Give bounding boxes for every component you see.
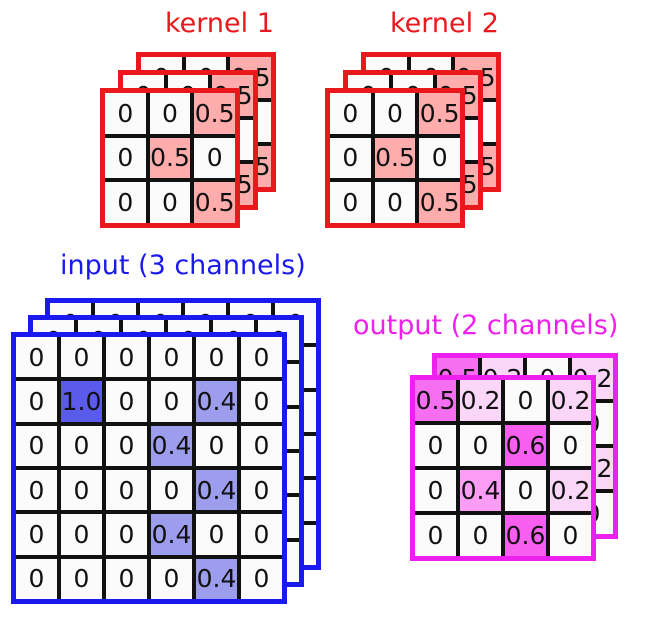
output-layer-1-cell-r0-c0: 0.5: [415, 380, 456, 421]
input-label: input (3 channels): [60, 250, 306, 281]
kernel-1-layer-1-cell-r0-c2: 0.5: [194, 93, 235, 134]
input-layer-1-cell-r0-c2: 0: [106, 337, 147, 378]
output-layer-1-cell-r3-c0: 0: [415, 515, 456, 556]
input-layer-1-cell-r4-c3: 0.4: [151, 514, 192, 555]
input-layer-1-cell-r5-c4: 0.4: [196, 558, 237, 599]
input-layer-1-cell-r3-c0: 0: [16, 469, 57, 511]
output-label: output (2 channels): [353, 310, 619, 341]
kernel-2-label: kernel 2: [390, 8, 499, 39]
kernel-1-layer-1-cell-r1-c0: 0: [105, 137, 146, 179]
input-layer-1-cell-r2-c5: 0: [241, 425, 282, 466]
output-layer-1-cell-r3-c2: 0.6: [505, 515, 546, 556]
input-layer-1-cell-r0-c5: 0: [241, 337, 282, 378]
input-layer-1-cell-r4-c2: 0: [106, 514, 147, 555]
output-layer-1-cell-r3-c1: 0: [460, 515, 501, 556]
kernel-2-layer-1-cell-r1-c1: 0.5: [374, 137, 416, 179]
output-layer-1-cell-r1-c2: 0.6: [505, 425, 546, 466]
output-layer-1-cell-r0-c2: 0: [505, 380, 546, 421]
input-layer-1-cell-r5-c0: 0: [16, 558, 57, 599]
output-layer-1-cell-r1-c3: 0: [550, 425, 591, 466]
output-layer-1-cell-r1-c0: 0: [415, 425, 456, 466]
input-layer-1-cell-r4-c5: 0: [241, 514, 282, 555]
output-layer-1-cell-r2-c2: 0: [505, 470, 546, 511]
kernel-1-layer-1-cell-r2-c2: 0.5: [194, 182, 235, 223]
input-layer-1-cell-r3-c1: 0: [61, 469, 102, 511]
input-layer-1-cell-r1-c4: 0.4: [196, 381, 237, 422]
input-layer-1-cell-r1-c0: 0: [16, 381, 57, 422]
input-layer-1-cell-r2-c4: 0: [196, 425, 237, 466]
kernel-2-layer-1-cell-r2-c0: 0: [330, 182, 371, 223]
input-layer-1-cell-r0-c0: 0: [16, 337, 57, 378]
kernel-1-layer-1-cell-r1-c1: 0.5: [149, 137, 191, 179]
input-layer-1-cell-r1-c2: 0: [106, 381, 147, 422]
input-layer-1-cell-r3-c5: 0: [241, 469, 282, 511]
kernel-1-layer-1-cell-r2-c0: 0: [105, 182, 146, 223]
input-layer-1-cell-r5-c3: 0: [151, 558, 192, 599]
output-layer-1-cell-r1-c1: 0: [460, 425, 501, 466]
kernel-1-layer-1-cell-r1-c2: 0: [194, 137, 235, 179]
input-layer-1-cell-r5-c1: 0: [61, 558, 102, 599]
input-layer-1-cell-r2-c0: 0: [16, 425, 57, 466]
input-layer-1-cell-r3-c4: 0.4: [196, 469, 237, 511]
input-layer-1-cell-r2-c2: 0: [106, 425, 147, 466]
output-layer-1-cell-r0-c1: 0.2: [460, 380, 501, 421]
kernel-2-layer-1-cell-r2-c1: 0: [374, 182, 416, 223]
input-layer-1-cell-r1-c5: 0: [241, 381, 282, 422]
output-layer-1-cell-r2-c0: 0: [415, 470, 456, 511]
kernel-1-label: kernel 1: [165, 8, 274, 39]
input-layer-1-cell-r2-c1: 0: [61, 425, 102, 466]
kernel-1-layer-1-cell-r0-c0: 0: [105, 93, 146, 134]
input-layer-1-cell-r3-c2: 0: [106, 469, 147, 511]
output-layer-1-cell-r0-c3: 0.2: [550, 380, 591, 421]
input-layer-1-cell-r0-c1: 0: [61, 337, 102, 378]
input-layer-1-cell-r1-c1: 1.0: [61, 381, 102, 422]
output-layer-1-cell-r2-c3: 0.2: [550, 470, 591, 511]
kernel-1-layer-1-cell-r2-c1: 0: [149, 182, 191, 223]
input-layer-1-cell-r5-c2: 0: [106, 558, 147, 599]
input-layer-1-cell-r0-c3: 0: [151, 337, 192, 378]
input-layer-1-cell-r0-c4: 0: [196, 337, 237, 378]
input-layer-1-cell-r4-c0: 0: [16, 514, 57, 555]
input-layer-1-cell-r2-c3: 0.4: [151, 425, 192, 466]
kernel-2-layer-1-cell-r0-c1: 0: [374, 93, 416, 134]
input-layer-1-cell-r4-c4: 0: [196, 514, 237, 555]
output-layer-1-cell-r2-c1: 0.4: [460, 470, 501, 511]
kernel-2-layer-1-cell-r0-c2: 0.5: [419, 93, 460, 134]
output-layer-1-cell-r3-c3: 0: [550, 515, 591, 556]
kernel-2-layer-1-cell-r0-c0: 0: [330, 93, 371, 134]
kernel-1-layer-1-cell-r0-c1: 0: [149, 93, 191, 134]
input-layer-1-cell-r3-c3: 0: [151, 469, 192, 511]
kernel-2-layer-1-cell-r2-c2: 0.5: [419, 182, 460, 223]
kernel-2-layer-1-cell-r1-c0: 0: [330, 137, 371, 179]
input-layer-1-cell-r1-c3: 0: [151, 381, 192, 422]
input-layer-1-cell-r5-c5: 0: [241, 558, 282, 599]
kernel-2-layer-1-cell-r1-c2: 0: [419, 137, 460, 179]
input-layer-1-cell-r4-c1: 0: [61, 514, 102, 555]
